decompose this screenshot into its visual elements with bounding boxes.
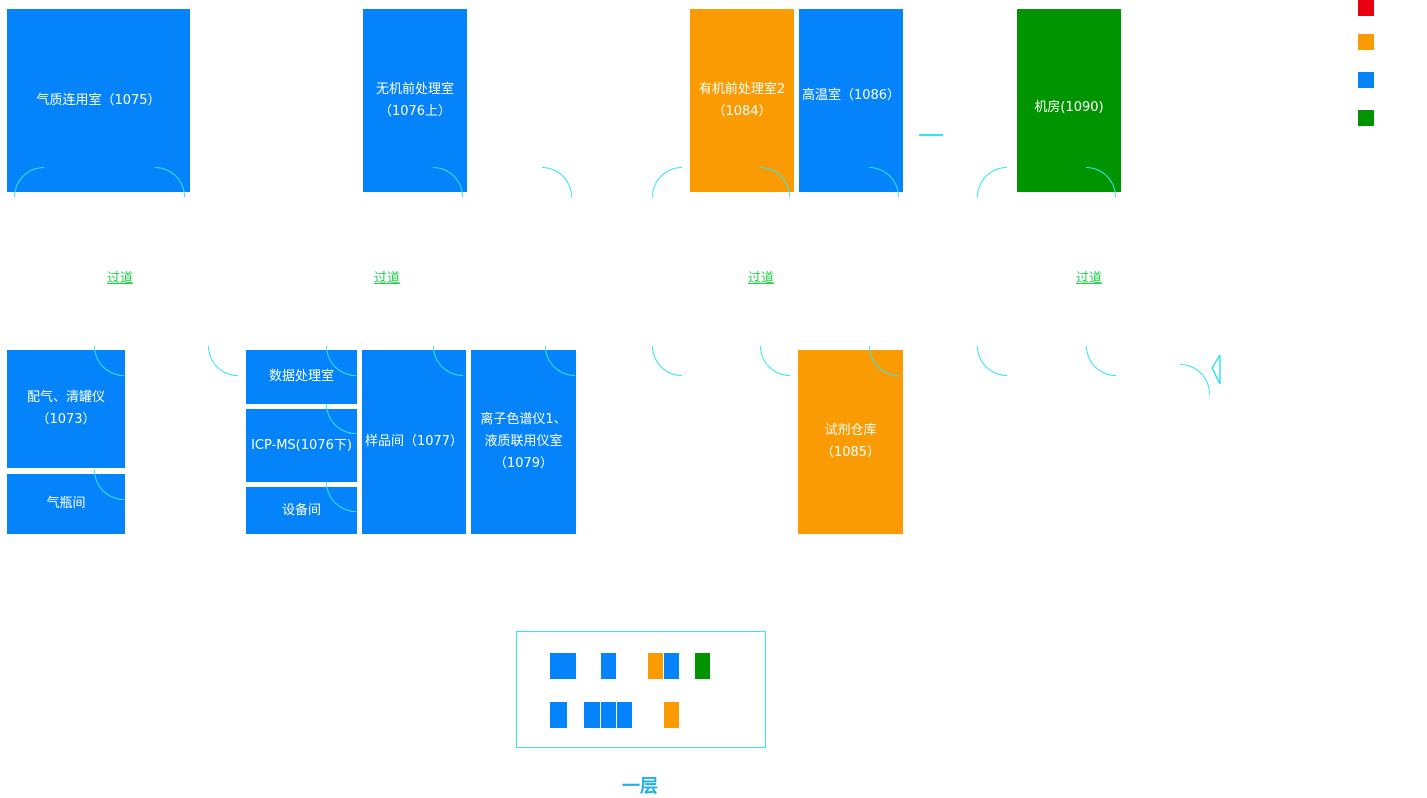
minimap-room (664, 653, 679, 679)
room-1077[interactable]: 样品间（1077） (362, 350, 466, 534)
room-1075[interactable]: 气质连用室（1075） (7, 9, 190, 192)
room-1090[interactable]: 机房(1090) (1017, 9, 1121, 192)
door-icon (977, 167, 1007, 197)
room-1077-label: 样品间（1077） (364, 434, 464, 449)
legend-blue (1358, 72, 1374, 88)
minimap-room (695, 653, 710, 679)
room-data-processing-label: 数据处理室 (268, 369, 334, 384)
room-1076-up[interactable]: 无机前处理室 （1076上） (363, 9, 467, 192)
room-equipment[interactable]: 设备间 (246, 487, 357, 534)
wall-divider (7, 468, 93, 474)
door-icon (1211, 354, 1221, 385)
door-icon (1086, 346, 1116, 376)
minimap-room (601, 702, 616, 728)
wall-divider (246, 404, 268, 409)
room-1079[interactable]: 离子色谱仪1、 液质联用仪室 （1079） (471, 350, 576, 534)
minimap-room (601, 653, 616, 679)
legend-red (1358, 0, 1374, 16)
corridor-label-4: 过道 (1076, 271, 1103, 286)
wall-divider (304, 404, 326, 409)
corridor-label-2: 过道 (374, 271, 401, 286)
minimap-room (550, 702, 567, 728)
room-1084[interactable]: 有机前处理室2 （1084） (690, 9, 794, 192)
room-equipment-label: 设备间 (281, 502, 321, 518)
legend-green (1358, 110, 1374, 126)
room-1085[interactable]: 试剂仓库 （1085） (798, 350, 903, 534)
minimap-room (664, 702, 679, 728)
room-1079-label: 离子色谱仪1、 液质联用仪室 （1079） (480, 412, 567, 471)
wall-divider (246, 482, 326, 487)
room-1073-label: 配气、清罐仪 （1073） (26, 390, 105, 427)
room-1085-label: 试剂仓库 （1085） (820, 423, 881, 460)
room-1086-label: 高温室（1086） (801, 88, 901, 103)
door-icon (1180, 364, 1210, 394)
floor-label: 一层 (622, 776, 658, 797)
wall-segment (919, 134, 943, 136)
door-icon (652, 346, 682, 376)
room-1084-label: 有机前处理室2 （1084） (698, 81, 786, 119)
minimap-room (550, 653, 576, 679)
door-icon (652, 167, 682, 197)
door-icon (760, 346, 790, 376)
door-icon (977, 346, 1007, 376)
door-icon (542, 167, 572, 197)
room-1090-label: 机房(1090) (1034, 100, 1104, 115)
legend-orange (1358, 34, 1374, 50)
room-icp-ms-label: ICP-MS(1076下) (251, 437, 352, 453)
minimap-room (617, 702, 632, 728)
minimap-room (584, 702, 600, 728)
room-1086[interactable]: 高温室（1086） (799, 9, 903, 192)
room-gas-bottle-label: 气瓶间 (46, 496, 86, 511)
minimap[interactable] (516, 631, 766, 748)
minimap-room (648, 653, 663, 679)
corridor-label-1: 过道 (107, 271, 134, 286)
room-1075-label: 气质连用室（1075） (36, 92, 161, 108)
room-1076-up-label: 无机前处理室 （1076上） (375, 81, 454, 119)
door-icon (208, 346, 238, 376)
corridor-label-3: 过道 (748, 271, 775, 286)
